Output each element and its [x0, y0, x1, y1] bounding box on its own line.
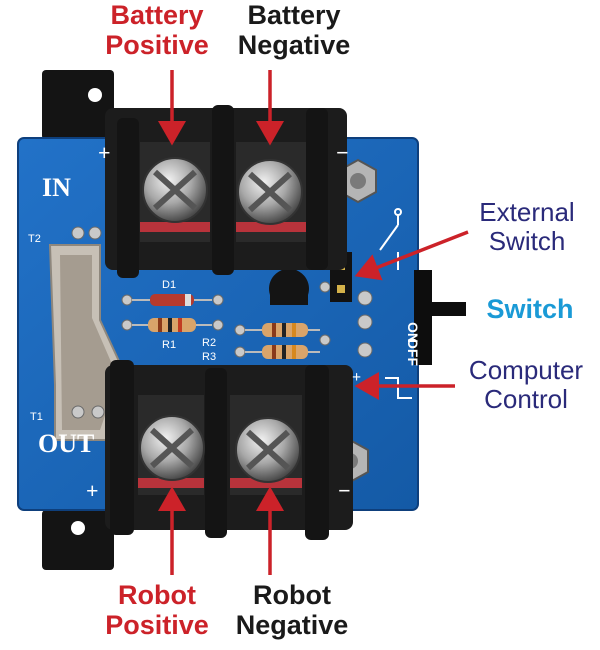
transistor [269, 268, 309, 305]
screw-robot-positive [139, 415, 205, 481]
screw-battery-negative [237, 159, 303, 225]
screw-robot-negative [235, 417, 301, 483]
label-computer-control: Computer Control [468, 355, 584, 415]
slide-switch [414, 270, 466, 365]
label-external-switch: External Switch [479, 197, 575, 257]
board-label-r2: R2 [202, 337, 216, 349]
board-label-d1: D1 [162, 279, 176, 291]
board-minus-top: − [336, 140, 349, 165]
resistor-r1 [132, 318, 212, 332]
screw-battery-positive [142, 157, 208, 223]
board-minus-bottom: − [338, 478, 351, 503]
board-label-in: IN [42, 173, 71, 202]
board-plus-bottom: + [86, 478, 99, 503]
arrow-external-switch [354, 230, 469, 281]
label-battery-positive: Battery Positive [105, 0, 209, 61]
board-label-on: ON [405, 322, 421, 343]
board-label-t2: T2 [28, 233, 41, 245]
board-plus-switch: + [352, 369, 361, 386]
board-label-r3: R3 [202, 351, 216, 363]
resistor-r2 [245, 323, 320, 337]
label-robot-negative: Robot Negative [235, 580, 349, 641]
label-battery-negative: Battery Negative [237, 0, 351, 61]
diode-d1 [132, 294, 212, 306]
mosfet-tab-bottom [42, 510, 114, 570]
terminal-block-top [105, 105, 347, 278]
mosfet-tab-top [42, 70, 114, 140]
resistor-r3 [245, 345, 320, 359]
board-plus-top: + [98, 140, 111, 165]
board-label-r1: R1 [162, 339, 176, 351]
board-label-off: OFF [405, 338, 421, 366]
label-robot-positive: Robot Positive [105, 580, 209, 641]
board-label-t1: T1 [30, 411, 43, 423]
board-label-out: OUT [38, 429, 94, 458]
annotation-arrows [158, 70, 469, 575]
label-switch: Switch [486, 294, 574, 324]
